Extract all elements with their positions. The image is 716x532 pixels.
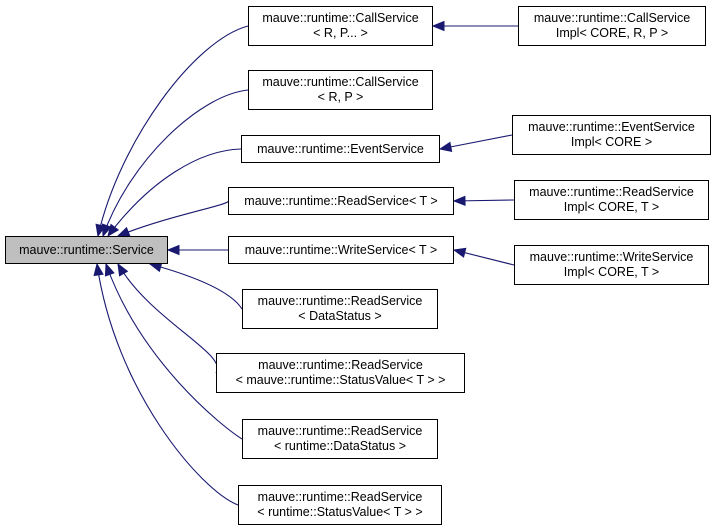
class-node-label: mauve::runtime::ReadService [257,490,423,504]
inheritance-edge-readservice-runtime-statusvalue [96,263,239,506]
class-node-label: < mauve::runtime::StatusValue< T > > [235,373,446,387]
inheritance-edge-readservice-t [117,200,229,237]
class-node-label: mauve::runtime::CallService [262,75,419,89]
inheritance-edge-callservice-rp [102,89,249,237]
class-node-label: Impl< CORE, R, P > [555,26,669,40]
inheritance-arrowhead [107,223,120,238]
class-node-readservice-mauve-statusvalue[interactable]: mauve::runtime::ReadService< mauve::runt… [216,353,465,393]
class-node-writeservice-t[interactable]: mauve::runtime::WriteService< T > [228,236,454,264]
class-node-label: mauve::runtime::ReadService [257,424,423,438]
class-node-label: mauve::runtime::ReadService [257,294,423,308]
inheritance-arrowhead [104,262,115,277]
inheritance-edge-readservice-runtime-datastatus [105,263,243,440]
inheritance-edge-readservice-datastatus [149,263,243,310]
class-node-label: mauve::runtime::Service [19,242,154,257]
inheritance-arrowhead [438,141,453,152]
class-node-label: mauve::runtime::WriteService [529,250,694,264]
class-node-readservice-datastatus[interactable]: mauve::runtime::ReadService< DataStatus … [242,289,438,329]
inheritance-arrowhead [166,244,180,256]
inheritance-arrowhead [116,226,131,237]
class-node-label: Impl< CORE, T > [563,200,660,214]
class-node-label: mauve::runtime::EventService [257,141,424,156]
class-node-label: mauve::runtime::ReadService [529,185,694,199]
class-node-label: < R, P... > [313,26,368,40]
class-node-label: mauve::runtime::ReadService [258,358,423,372]
inheritance-arrowhead [452,195,466,207]
class-node-label: < DataStatus > [298,309,382,323]
class-node-readservice-runtime-statusvalue[interactable]: mauve::runtime::ReadService< runtime::St… [238,485,442,525]
inheritance-edge-callservice-rp-variadic [97,25,249,237]
inheritance-edge-readservice-mauve-statusvalue [117,263,219,374]
inheritance-arrowhead [452,247,467,258]
class-node-label: mauve::runtime::WriteService< T > [244,242,438,257]
class-node-callservice-rp[interactable]: mauve::runtime::CallService< R, P > [248,70,433,110]
inheritance-arrowhead [101,223,112,238]
class-node-label: mauve::runtime::CallService [262,11,419,25]
class-node-label: < runtime::DataStatus > [273,439,406,453]
class-node-label: Impl< CORE > [570,135,653,149]
class-node-readservice-t[interactable]: mauve::runtime::ReadService< T > [228,187,454,215]
class-node-eventservice[interactable]: mauve::runtime::EventService [241,135,440,163]
inheritance-arrowhead [117,262,129,277]
inheritance-arrowhead [93,262,104,277]
class-node-label: Impl< CORE, T > [563,265,660,279]
class-node-label: < R, P > [317,90,364,104]
class-node-label: mauve::runtime::EventService [528,120,695,134]
class-node-service: mauve::runtime::Service [5,236,168,264]
class-node-label: mauve::runtime::ReadService< T > [244,193,438,208]
class-node-readservice-runtime-datastatus[interactable]: mauve::runtime::ReadService< runtime::Da… [242,419,438,459]
class-node-label: mauve::runtime::CallService [533,11,691,25]
inheritance-arrowhead [431,20,445,32]
class-node-label: < runtime::StatusValue< T > > [257,505,423,519]
class-node-callservice-rp-variadic[interactable]: mauve::runtime::CallService< R, P... > [248,6,433,46]
inheritance-edge-eventservice [107,148,242,237]
inheritance-edge-eventserviceimpl [439,134,513,150]
